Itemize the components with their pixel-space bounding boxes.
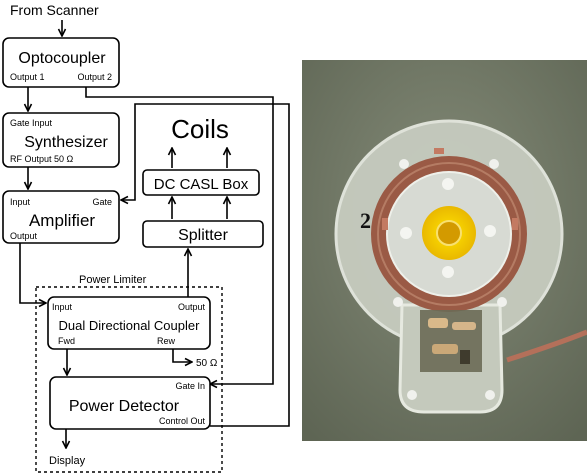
synthesizer-gate-input: Gate Input <box>10 118 53 128</box>
coupler-rew: Rew <box>157 336 176 346</box>
amp-coupler-wire <box>19 243 46 303</box>
detector-amp-gate-wire <box>121 103 290 427</box>
amplifier-gate: Gate <box>92 197 112 207</box>
synthesizer-rf-output: RF Output 50 Ω <box>10 154 74 164</box>
coils-title: Coils <box>171 114 229 144</box>
power-limiter-title: Power Limiter <box>79 274 147 286</box>
display-label: Display <box>49 455 86 467</box>
coil-photo: 2 <box>302 60 587 441</box>
center-core <box>436 220 462 246</box>
screw-outer-3 <box>393 297 403 307</box>
screw-right <box>484 225 496 237</box>
component-left <box>382 218 388 230</box>
screw-bottom <box>442 266 454 278</box>
amplifier-input: Input <box>10 197 31 207</box>
amplifier-output: Output <box>10 231 38 241</box>
optocoupler-output2: Output 2 <box>77 72 112 82</box>
resistor-2 <box>452 322 476 330</box>
termination-label: 50 Ω <box>196 358 218 369</box>
component-right <box>512 218 518 230</box>
photo-label: 2 <box>360 208 371 233</box>
power-limiter-region <box>35 286 223 473</box>
splitter-title: Splitter <box>178 227 228 244</box>
coupler-box <box>47 296 211 350</box>
detector-title: Power Detector <box>69 398 180 415</box>
capacitor <box>460 350 470 364</box>
resistor-1 <box>428 318 448 328</box>
detector-control-out: Control Out <box>159 416 206 426</box>
screw-tab-left <box>407 390 417 400</box>
detector-gate-in: Gate In <box>175 381 205 391</box>
screw-left <box>400 227 412 239</box>
screw-outer-1 <box>399 159 409 169</box>
inner-disk-rim <box>386 171 512 297</box>
amplifier-box <box>2 190 120 244</box>
detector-box <box>49 376 211 430</box>
coupler-input: Input <box>52 302 73 312</box>
source-label: From Scanner <box>10 2 99 18</box>
component-top <box>434 148 444 154</box>
dc-casl-title: DC CASL Box <box>154 176 249 193</box>
synthesizer-title: Synthesizer <box>24 134 108 151</box>
dc-casl-box <box>142 169 260 196</box>
rew-termination-wire <box>172 349 192 362</box>
screw-tab-right <box>485 390 495 400</box>
optocoupler-box <box>2 37 120 88</box>
coil-ring-inner-line <box>377 162 521 306</box>
cable <box>506 329 587 363</box>
coupler-output: Output <box>178 302 206 312</box>
coupler-fwd: Fwd <box>58 336 75 346</box>
splitter-box <box>142 220 264 248</box>
optocoupler-title: Optocoupler <box>18 50 106 67</box>
opto-detector-wire <box>85 87 274 384</box>
screw-top <box>442 178 454 190</box>
amplifier-title: Amplifier <box>29 211 95 230</box>
resistor-3 <box>432 344 458 354</box>
optocoupler-output1: Output 1 <box>10 72 45 82</box>
screw-outer-2 <box>489 159 499 169</box>
synthesizer-box <box>2 112 120 168</box>
block-diagram: From Scanner Optocoupler Output 1 Output… <box>2 2 290 473</box>
coupler-title: Dual Directional Coupler <box>59 318 201 333</box>
screw-outer-4 <box>497 297 507 307</box>
